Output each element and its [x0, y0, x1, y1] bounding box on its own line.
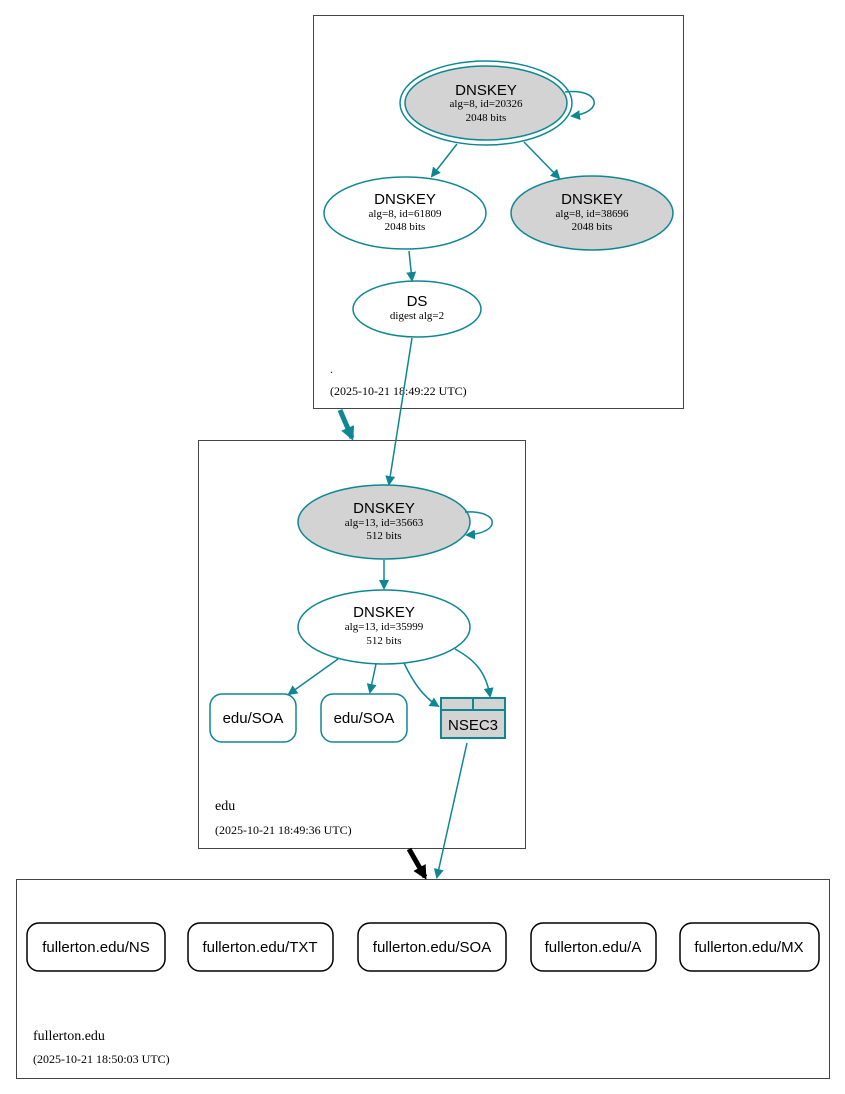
zone-root-box: [313, 15, 684, 409]
rrset-node-fullerton-txt[interactable]: fullerton.edu/TXT: [187, 922, 334, 972]
node-detail-line1: alg=13, id=35999: [345, 621, 424, 633]
node-detail-line2: 512 bits: [366, 530, 401, 542]
rrset-label: edu/SOA: [334, 710, 395, 727]
dnskey-node-35663[interactable]: DNSKEY alg=13, id=35663 512 bits: [297, 484, 471, 560]
rrset-label: fullerton.edu/A: [545, 939, 642, 956]
node-detail-line2: 2048 bits: [385, 221, 426, 233]
rrset-node-fullerton-ns[interactable]: fullerton.edu/NS: [26, 922, 166, 972]
node-detail-line2: 512 bits: [366, 635, 401, 647]
edge-20326-to-38696: [523, 141, 561, 180]
node-detail-line2: 2048 bits: [466, 112, 507, 124]
dnskey-node-61809[interactable]: DNSKEY alg=8, id=61809 2048 bits: [323, 176, 487, 250]
rrset-node-fullerton-mx[interactable]: fullerton.edu/MX: [679, 922, 820, 972]
node-type-label: DNSKEY: [374, 191, 436, 208]
nsec3-label: NSEC3: [448, 717, 498, 734]
rrset-node-fullerton-soa[interactable]: fullerton.edu/SOA: [357, 922, 507, 972]
node-detail-line1: digest alg=2: [390, 310, 444, 322]
node-type-label: DNSKEY: [353, 500, 415, 517]
zone-edu-name: edu: [215, 799, 235, 814]
rrset-node-edu-soa-2[interactable]: edu/SOA: [320, 693, 408, 743]
edge-35999-to-nsec3-a: [403, 662, 440, 708]
node-type-label: DNSKEY: [353, 604, 415, 621]
zone-edu-timestamp: (2025-10-21 18:49:36 UTC): [215, 823, 352, 837]
node-type-label: DNSKEY: [455, 82, 517, 99]
zone-root-timestamp: (2025-10-21 18:49:22 UTC): [330, 384, 467, 398]
zone-fullerton-name: fullerton.edu: [33, 1029, 105, 1044]
zone-fullerton-box: [16, 879, 830, 1079]
node-detail-line1: alg=13, id=35663: [345, 517, 424, 529]
edge-35999-to-nsec3-b: [454, 648, 494, 698]
rrset-label: fullerton.edu/NS: [42, 939, 150, 956]
self-sign-edge-20326: [564, 90, 595, 120]
ds-node[interactable]: DS digest alg=2: [352, 280, 482, 338]
zone-edu-box: [198, 440, 526, 849]
rrset-label: edu/SOA: [223, 710, 284, 727]
node-detail-line1: alg=8, id=20326: [450, 98, 523, 110]
zone-fullerton-timestamp: (2025-10-21 18:50:03 UTC): [33, 1052, 170, 1066]
node-type-label: DS: [407, 293, 428, 310]
delegation-arrow-edu-fullerton: [406, 847, 428, 880]
self-sign-edge-35663: [464, 511, 493, 540]
node-detail-line1: alg=8, id=61809: [369, 208, 442, 220]
node-detail-line2: 2048 bits: [572, 221, 613, 233]
dnskey-node-38696[interactable]: DNSKEY alg=8, id=38696 2048 bits: [510, 175, 674, 251]
dnskey-node-20326[interactable]: DNSKEY alg=8, id=20326 2048 bits: [399, 60, 573, 146]
rrset-node-fullerton-a[interactable]: fullerton.edu/A: [530, 922, 657, 972]
edge-35999-to-soa1: [287, 658, 339, 696]
nsec3-node[interactable]: NSEC3: [440, 697, 506, 739]
rrset-label: fullerton.edu/TXT: [202, 939, 317, 956]
node-detail-line1: alg=8, id=38696: [556, 208, 629, 220]
edge-ds-to-35663: [385, 337, 413, 486]
rrset-label: fullerton.edu/SOA: [373, 939, 491, 956]
edge-20326-to-61809: [430, 143, 458, 178]
edge-nsec3-to-fullerton: [433, 742, 468, 879]
edge-35999-to-soa2: [366, 663, 377, 694]
node-type-label: DNSKEY: [561, 191, 623, 208]
dnskey-node-35999[interactable]: DNSKEY alg=13, id=35999 512 bits: [297, 589, 471, 665]
delegation-arrow-root-edu: [337, 409, 355, 441]
zone-root-name: .: [330, 362, 333, 376]
rrset-node-edu-soa-1[interactable]: edu/SOA: [209, 693, 297, 743]
edge-61809-to-ds: [406, 250, 417, 282]
rrset-label: fullerton.edu/MX: [694, 939, 803, 956]
